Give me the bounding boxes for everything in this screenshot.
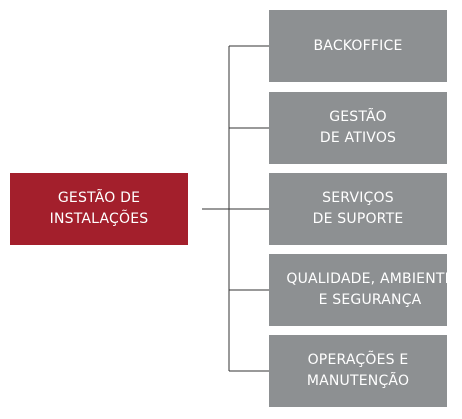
child-node-quality-environment-safety: QUALIDADE, AMBIENTE E SEGURANÇA	[269, 254, 447, 326]
child-node-label: BACKOFFICE	[313, 37, 403, 54]
child-node-label: QUALIDADE, AMBIENTE E SEGURANÇA	[286, 271, 447, 308]
root-node: GESTÃO DE INSTALAÇÕES	[10, 173, 188, 245]
root-node-label: GESTÃO DE INSTALAÇÕES	[49, 190, 149, 227]
child-node-label: GESTÃO DE ATIVOS	[319, 109, 397, 146]
child-node-operations-maintenance: OPERAÇÕES E MANUTENÇÃO	[269, 335, 447, 407]
child-node-label: SERVIÇOS DE SUPORTE	[312, 190, 404, 227]
child-node-backoffice: BACKOFFICE	[269, 10, 447, 82]
child-node-asset-management: GESTÃO DE ATIVOS	[269, 92, 447, 164]
child-node-support-services: SERVIÇOS DE SUPORTE	[269, 173, 447, 245]
child-node-label: OPERAÇÕES E MANUTENÇÃO	[306, 352, 410, 389]
